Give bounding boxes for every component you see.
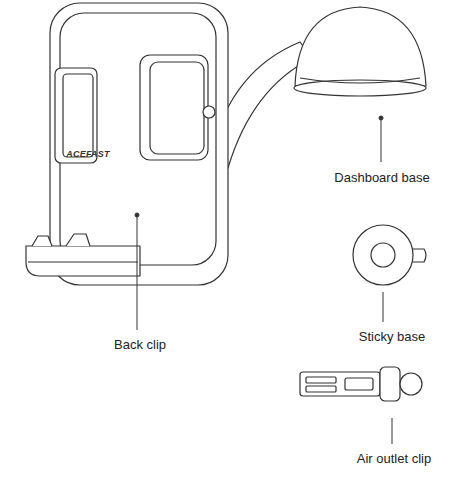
vent-clip-body — [300, 372, 380, 396]
sticky-base — [353, 225, 413, 285]
leader-line — [383, 292, 384, 322]
foot-nub — [32, 236, 52, 246]
leader-line — [137, 215, 138, 330]
foot-nub — [66, 234, 90, 246]
part-name: Air outlet clip — [357, 451, 431, 467]
vent-clip-slot — [306, 386, 336, 392]
part-name: Sticky base — [359, 329, 425, 345]
leader-dot — [135, 213, 139, 217]
right-grip-pad — [150, 62, 204, 154]
right-grip — [140, 55, 208, 160]
leader-line — [392, 418, 393, 444]
vent-clip-slot — [345, 378, 373, 390]
side-knob — [203, 106, 215, 118]
leader-dot — [379, 116, 383, 120]
front-panel — [60, 13, 216, 265]
dashboard-base — [295, 7, 426, 86]
vent-clip-ball — [400, 373, 422, 395]
brand-logo: ACEFAST — [66, 146, 109, 162]
vent-clip-collar — [380, 367, 400, 401]
tray-edge — [28, 261, 138, 262]
left-grip-pad — [63, 74, 93, 157]
part-name: Dashboard base — [334, 170, 429, 186]
base-edge — [300, 78, 420, 83]
back-plate — [50, 3, 228, 285]
left-grip — [55, 68, 97, 163]
vent-clip-slot — [306, 377, 336, 383]
part-name: Back clip — [114, 337, 166, 353]
sticky-center — [371, 243, 395, 267]
foot-tray — [26, 246, 140, 276]
leader-line — [381, 118, 382, 162]
